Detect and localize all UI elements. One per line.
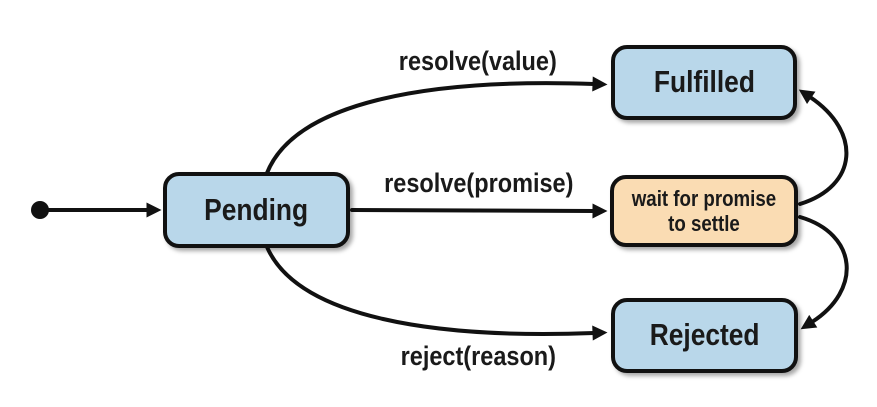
state-rejected: Rejected [611,298,798,373]
edge-label-resolve-promise: resolve(promise) [384,168,574,198]
edge-label-resolve-value: resolve(value) [399,46,557,76]
edge-wait-to-fulfilled [798,89,849,206]
initial-state-dot [31,201,49,219]
state-rejected-label: Rejected [649,317,760,353]
edge-pending-to-wait [350,203,608,219]
edge-label-reject-reason: reject(reason) [400,341,556,371]
state-wait-for-promise: wait for promise to settle [610,175,798,247]
edge-pending-to-fulfilled [265,76,608,175]
state-fulfilled: Fulfilled [611,45,797,120]
state-wait-label: wait for promise to settle [631,185,777,236]
state-pending: Pending [163,172,350,248]
edge-wait-to-rejected [798,215,849,330]
state-pending-label: Pending [204,191,309,227]
edge-pending-to-rejected [265,245,608,341]
state-fulfilled-label: Fulfilled [653,64,755,100]
